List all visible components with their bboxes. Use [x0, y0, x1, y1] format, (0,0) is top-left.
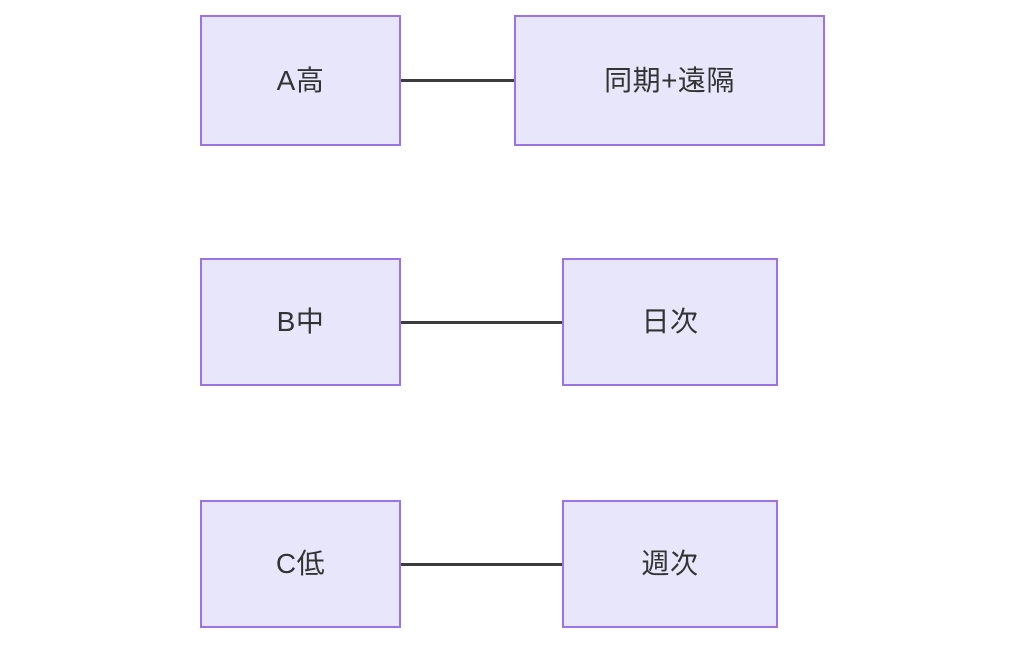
node-target-daily[interactable]: 日次: [562, 258, 778, 386]
node-label: 日次: [641, 306, 699, 338]
edge-b-mid-to-daily: [401, 321, 562, 324]
node-source-c-low[interactable]: C低: [200, 500, 401, 628]
node-source-b-mid[interactable]: B中: [200, 258, 401, 386]
edge-a-high-to-sync-remote: [401, 79, 514, 82]
node-label: B中: [276, 306, 325, 338]
node-label: 同期+遠隔: [604, 64, 735, 96]
node-label: A高: [276, 64, 325, 96]
node-label: 週次: [641, 548, 699, 580]
node-target-weekly[interactable]: 週次: [562, 500, 778, 628]
node-label: C低: [275, 548, 326, 580]
node-source-a-high[interactable]: A高: [200, 15, 401, 146]
edge-c-low-to-weekly: [401, 563, 562, 566]
node-target-sync-remote[interactable]: 同期+遠隔: [514, 15, 825, 146]
